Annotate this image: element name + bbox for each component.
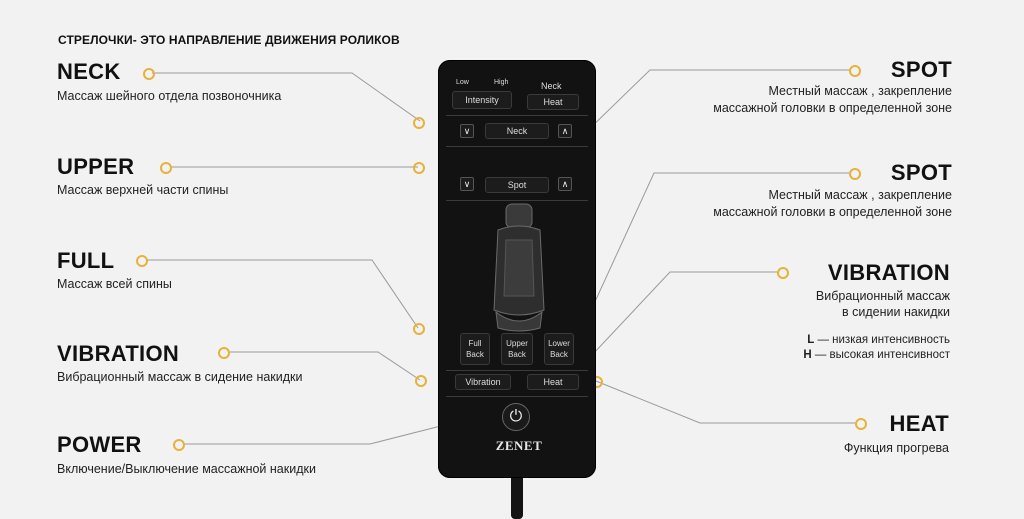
upper-title: UPPER	[57, 154, 135, 179]
brand-logo-text: ZENET	[495, 438, 543, 453]
neck-down-button[interactable]: ∨	[460, 124, 474, 138]
spot-2-desc-2: массажной головки в определенной зоне	[713, 205, 952, 219]
seat-cushion-illustration	[493, 203, 545, 332]
intensity-button[interactable]: Intensity	[452, 91, 512, 109]
neck-button-label: Neck	[506, 126, 528, 136]
low-label: Low	[456, 79, 469, 86]
spot-1-title: SPOT	[890, 57, 952, 82]
spot-2-marker	[849, 168, 861, 180]
upper-marker	[160, 162, 172, 174]
vibration-left-marker	[218, 347, 230, 359]
vibration-left-title: VIBRATION	[57, 341, 180, 366]
vibration-right-title: VIBRATION	[827, 260, 950, 285]
vibration-right-desc-1: Вибрационный массаж	[815, 289, 950, 303]
heat-button[interactable]: Heat	[527, 374, 579, 390]
spot-button[interactable]: Spot	[485, 177, 549, 193]
spot-2-title: SPOT	[890, 160, 952, 185]
upper-back-label-1: Upper	[506, 339, 528, 348]
full-back-label-1: Full	[468, 339, 482, 348]
heat-desc: Функция прогрева	[843, 441, 949, 455]
legend-high: H — высокая интенсивност	[803, 349, 950, 361]
neck-button-marker	[413, 117, 425, 129]
upper-desc: Массаж верхней части спины	[57, 183, 229, 197]
upper-back-button[interactable]: Upper Back	[501, 333, 533, 365]
lower-back-label-1: Lower	[548, 339, 570, 348]
remote-cable	[511, 478, 523, 519]
spot-1-desc-1: Местный массаж , закрепление	[768, 84, 952, 98]
neck-marker	[143, 68, 155, 80]
legend-low: L — низкая интенсивность	[807, 334, 950, 346]
full-marker	[136, 255, 148, 267]
spot-1-marker	[849, 65, 861, 77]
divider-3	[446, 200, 588, 201]
spot-down-button[interactable]: ∨	[460, 177, 474, 191]
legend-low-key: L	[807, 334, 815, 346]
neck-title: NECK	[57, 59, 121, 84]
divider-2	[446, 146, 588, 147]
vibration-right-desc-2: в сидении накидки	[842, 305, 950, 319]
lower-back-label-2: Back	[550, 350, 568, 359]
heat-top-button[interactable]: Heat	[527, 94, 579, 110]
divider-1	[446, 115, 588, 116]
neck-top-label: Neck	[541, 81, 562, 91]
full-desc: Массаж всей спины	[57, 277, 172, 291]
vibration-left-desc: Вибрационный массаж в сидение накидки	[57, 370, 303, 384]
spot-2-desc-1: Местный массаж , закрепление	[768, 188, 952, 202]
divider-5	[446, 396, 588, 397]
divider-4	[446, 370, 588, 371]
spot-up-button[interactable]: ∧	[558, 177, 572, 191]
power-icon: ⏻	[509, 408, 523, 425]
legend-low-text: — низкая интенсивность	[814, 334, 950, 346]
full-title: FULL	[57, 248, 115, 273]
vibration-button[interactable]: Vibration	[455, 374, 511, 390]
heat-title: HEAT	[889, 411, 949, 436]
high-label: High	[494, 79, 509, 86]
power-title: POWER	[57, 432, 142, 457]
legend-high-text: — высокая интенсивност	[811, 349, 950, 361]
vibration-right-marker	[777, 267, 789, 279]
neck-up-button[interactable]: ∧	[558, 124, 572, 138]
legend-high-key: H	[803, 349, 812, 361]
brand-logo: ZENET	[476, 438, 562, 454]
power-desc: Включение/Выключение массажной накидки	[57, 462, 316, 476]
power-marker	[173, 439, 185, 451]
upper-button-marker	[413, 162, 425, 174]
vibration-left-button-marker	[415, 375, 427, 387]
spot-1-desc-2: массажной головки в определенной зоне	[713, 101, 952, 115]
upper-back-label-2: Back	[508, 350, 526, 359]
full-button-marker	[413, 323, 425, 335]
power-button[interactable]: ⏻	[502, 403, 530, 431]
page-header: СТРЕЛОЧКИ- ЭТО НАПРАВЛЕНИЕ ДВИЖЕНИЯ РОЛИ…	[58, 33, 400, 47]
neck-desc: Массаж шейного отдела позвоночника	[57, 89, 282, 103]
neck-button[interactable]: Neck	[485, 123, 549, 139]
full-back-button[interactable]: Full Back	[460, 333, 490, 365]
lower-back-button[interactable]: Lower Back	[544, 333, 574, 365]
full-back-label-2: Back	[466, 350, 484, 359]
heat-marker	[855, 418, 867, 430]
